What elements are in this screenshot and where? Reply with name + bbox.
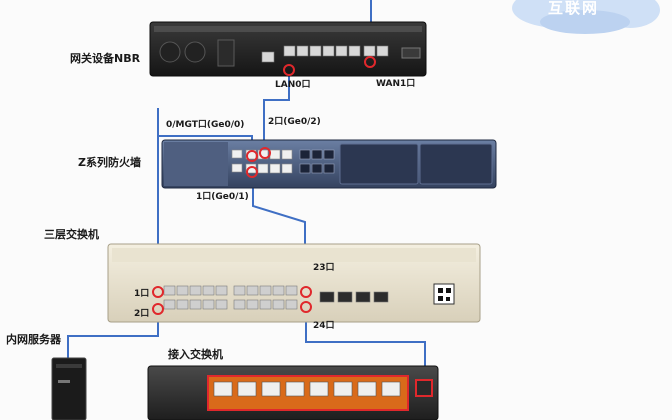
server-label: 内网服务器: [6, 333, 61, 346]
internet-cloud: [512, 0, 660, 34]
core-switch-device: [107, 243, 481, 323]
cable-lan0-fw2: [263, 72, 290, 152]
sw-port2-label: 2口: [134, 309, 150, 319]
access-switch-label: 接入交换机: [168, 348, 223, 361]
sw-port23-label: 23口: [313, 263, 335, 273]
fw-port1-highlight: [246, 166, 258, 178]
access-switch-device: [147, 365, 439, 420]
gw-lan0-label: LAN0口: [275, 80, 311, 90]
cable-sw2-server: [67, 310, 159, 358]
sw-port24-highlight: [300, 301, 312, 313]
fw-port2-highlight: [259, 147, 271, 159]
core-switch-sfp-ports: [319, 291, 389, 303]
core-switch-ports-left: [163, 285, 298, 310]
server-device: [51, 357, 87, 420]
fw-mgt-highlight: [246, 150, 258, 162]
gw-lan0-highlight: [283, 64, 295, 76]
gateway-label: 网关设备NBR: [70, 52, 141, 65]
cable-sw24-access: [305, 310, 426, 380]
sw-port1-label: 1口: [134, 289, 150, 299]
sw-port2-highlight: [152, 303, 164, 315]
firewall-label: Z系列防火墙: [78, 156, 141, 169]
sw-port1-highlight: [152, 286, 164, 298]
fw-port1-label: 1口(Ge0/1): [196, 192, 249, 202]
sw-port24-label: 24口: [313, 321, 335, 331]
core-switch-label: 三层交换机: [44, 228, 99, 241]
fw-port2-label: 2口(Ge0/2): [268, 117, 321, 127]
firewall-device: [161, 139, 497, 189]
gw-wan1-highlight: [364, 56, 376, 68]
sw-port23-highlight: [300, 286, 312, 298]
internet-label: 互联网: [548, 0, 600, 17]
fw-mgt-label: 0/MGT口(Ge0/0): [166, 120, 245, 130]
gateway-device: [149, 21, 427, 77]
gw-wan1-label: WAN1口: [376, 79, 416, 89]
